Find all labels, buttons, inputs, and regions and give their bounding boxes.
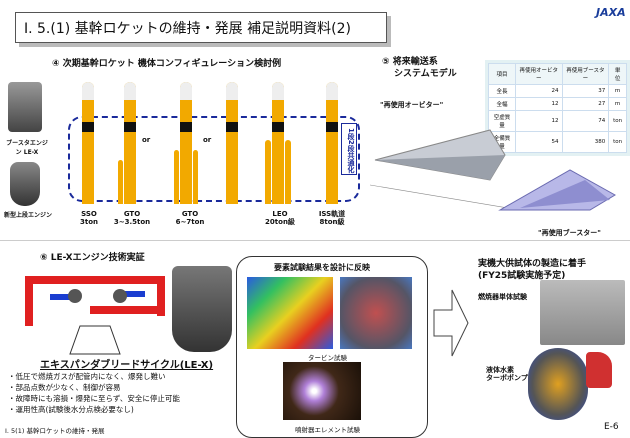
srb <box>118 160 123 204</box>
pump-label: 液体水素ターボポンプ <box>486 366 528 383</box>
orbiter-label: "再使用オービター" <box>380 101 444 109</box>
rocket-iss <box>326 82 338 204</box>
upper-stage-engine-label: 新型上段エンジン <box>4 212 53 219</box>
reusable-vehicles-image <box>370 129 616 211</box>
section4-title: ④ 次期基幹ロケット 機体コンフィギュレーション検討例 <box>52 59 282 69</box>
arrow-right-icon <box>433 289 469 357</box>
jaxa-logo: JAXA <box>596 6 626 19</box>
booster-label: "再使用ブースター" <box>538 229 601 237</box>
upper-stage-engine-image <box>10 162 40 206</box>
or-label: or <box>142 136 151 144</box>
center-title: 要素試験結果を設計に反映 <box>274 263 370 272</box>
booster-engine-image <box>8 82 42 132</box>
config-dashed-frame <box>68 116 360 202</box>
or-label: or <box>203 136 212 144</box>
turbine-cfd-image <box>247 277 333 349</box>
cycle-title: エキスパンダブリードサイクル(LE-X) <box>40 360 214 371</box>
rocket-gto-large <box>180 82 192 204</box>
side-core <box>265 140 271 204</box>
combustor-label: 燃焼器単体試験 <box>478 293 527 301</box>
rocket-gto-small <box>124 82 136 204</box>
turbine-caption: タービン試験 <box>308 354 347 362</box>
cycle-bullets: ・低圧で燃焼ガスが配管内になく、爆発し難い ・部品点数が少なく、制御が容易 ・故… <box>8 371 180 415</box>
combustor-test-image <box>540 280 625 345</box>
bullet: ・部品点数が少なく、制御が容易 <box>8 383 121 392</box>
bullet: ・故障時にも溶損・爆発に至らず、安全に停止可能 <box>8 394 180 403</box>
common-stage-label: 1段2段共通化 <box>341 123 357 175</box>
rocket-gto-large-alt <box>226 82 238 204</box>
srb <box>174 150 179 204</box>
injector-caption: 噴射器エレメント試験 <box>295 426 360 434</box>
table-header: 再使用ブースター <box>561 63 610 85</box>
manufacturing-title: 実機大供試体の製造に着手(FY25試験実施予定) <box>478 259 587 281</box>
engine-cycle-diagram <box>25 276 165 355</box>
page-number: E-6 <box>604 422 619 432</box>
booster-engine-label: ブースタエンジン LE-X <box>6 140 48 156</box>
bullet: ・低圧で燃焼ガスが配管内になく、爆発し難い <box>8 372 166 381</box>
rocket-sso <box>82 82 94 204</box>
bullet: ・運用性高(試験後水分点検必要なし) <box>8 405 134 414</box>
section6-title: ⑥ LE-Xエンジン技術実証 <box>40 253 145 263</box>
footer-section: I. 5(1) 基幹ロケットの維持・発展 <box>5 427 105 435</box>
le-x-engine-image <box>172 266 232 352</box>
table-header: 単位 <box>608 63 627 85</box>
page-title: I. 5.(1) 基幹ロケットの維持・発展 補足説明資料(2) <box>15 12 387 43</box>
rocket-leo <box>272 82 284 204</box>
turbopump-image <box>528 348 588 420</box>
srb <box>193 150 198 204</box>
divider <box>0 240 630 241</box>
section5-title: ⑤ 将来輸送系システムモデル <box>382 57 457 79</box>
turbine-image <box>340 277 412 349</box>
table-header: 項目 <box>488 63 516 85</box>
table-header: 再使用オービター <box>515 63 563 85</box>
turbopump-outlet <box>586 352 612 388</box>
side-core <box>285 140 291 204</box>
injector-test-image <box>283 362 361 420</box>
